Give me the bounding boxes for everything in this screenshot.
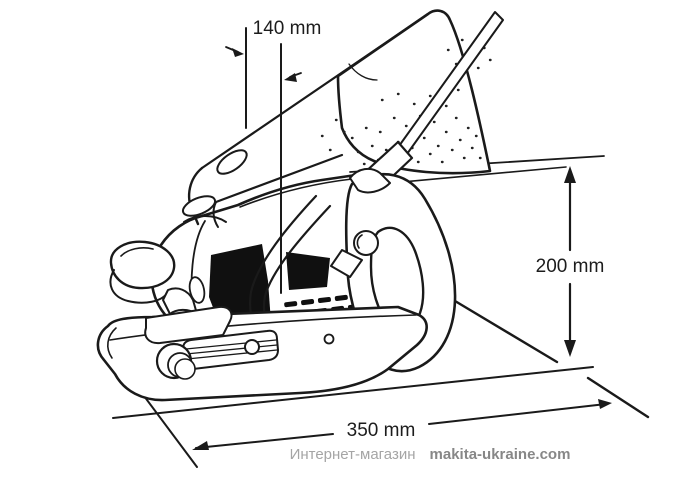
- bag-clamp: [349, 167, 391, 194]
- site-label: makita-ukraine.com: [429, 446, 571, 463]
- height-label: 200 mm: [536, 256, 605, 277]
- tension-lever: [330, 249, 363, 278]
- dust-elbow: [181, 12, 430, 228]
- length-label: 350 mm: [347, 420, 416, 441]
- store-label: Интернет-магазин: [289, 446, 416, 463]
- dimension-width: 140 mm: [225, 18, 322, 294]
- watermark: Интернет-магазин makita-ukraine.com: [160, 446, 700, 464]
- width-label: 140 mm: [253, 18, 322, 39]
- dust-bag: [320, 9, 492, 175]
- front-knob: [109, 240, 233, 345]
- dimension-height: 200 mm: [536, 166, 605, 357]
- dimension-length: 350 mm: [192, 399, 612, 450]
